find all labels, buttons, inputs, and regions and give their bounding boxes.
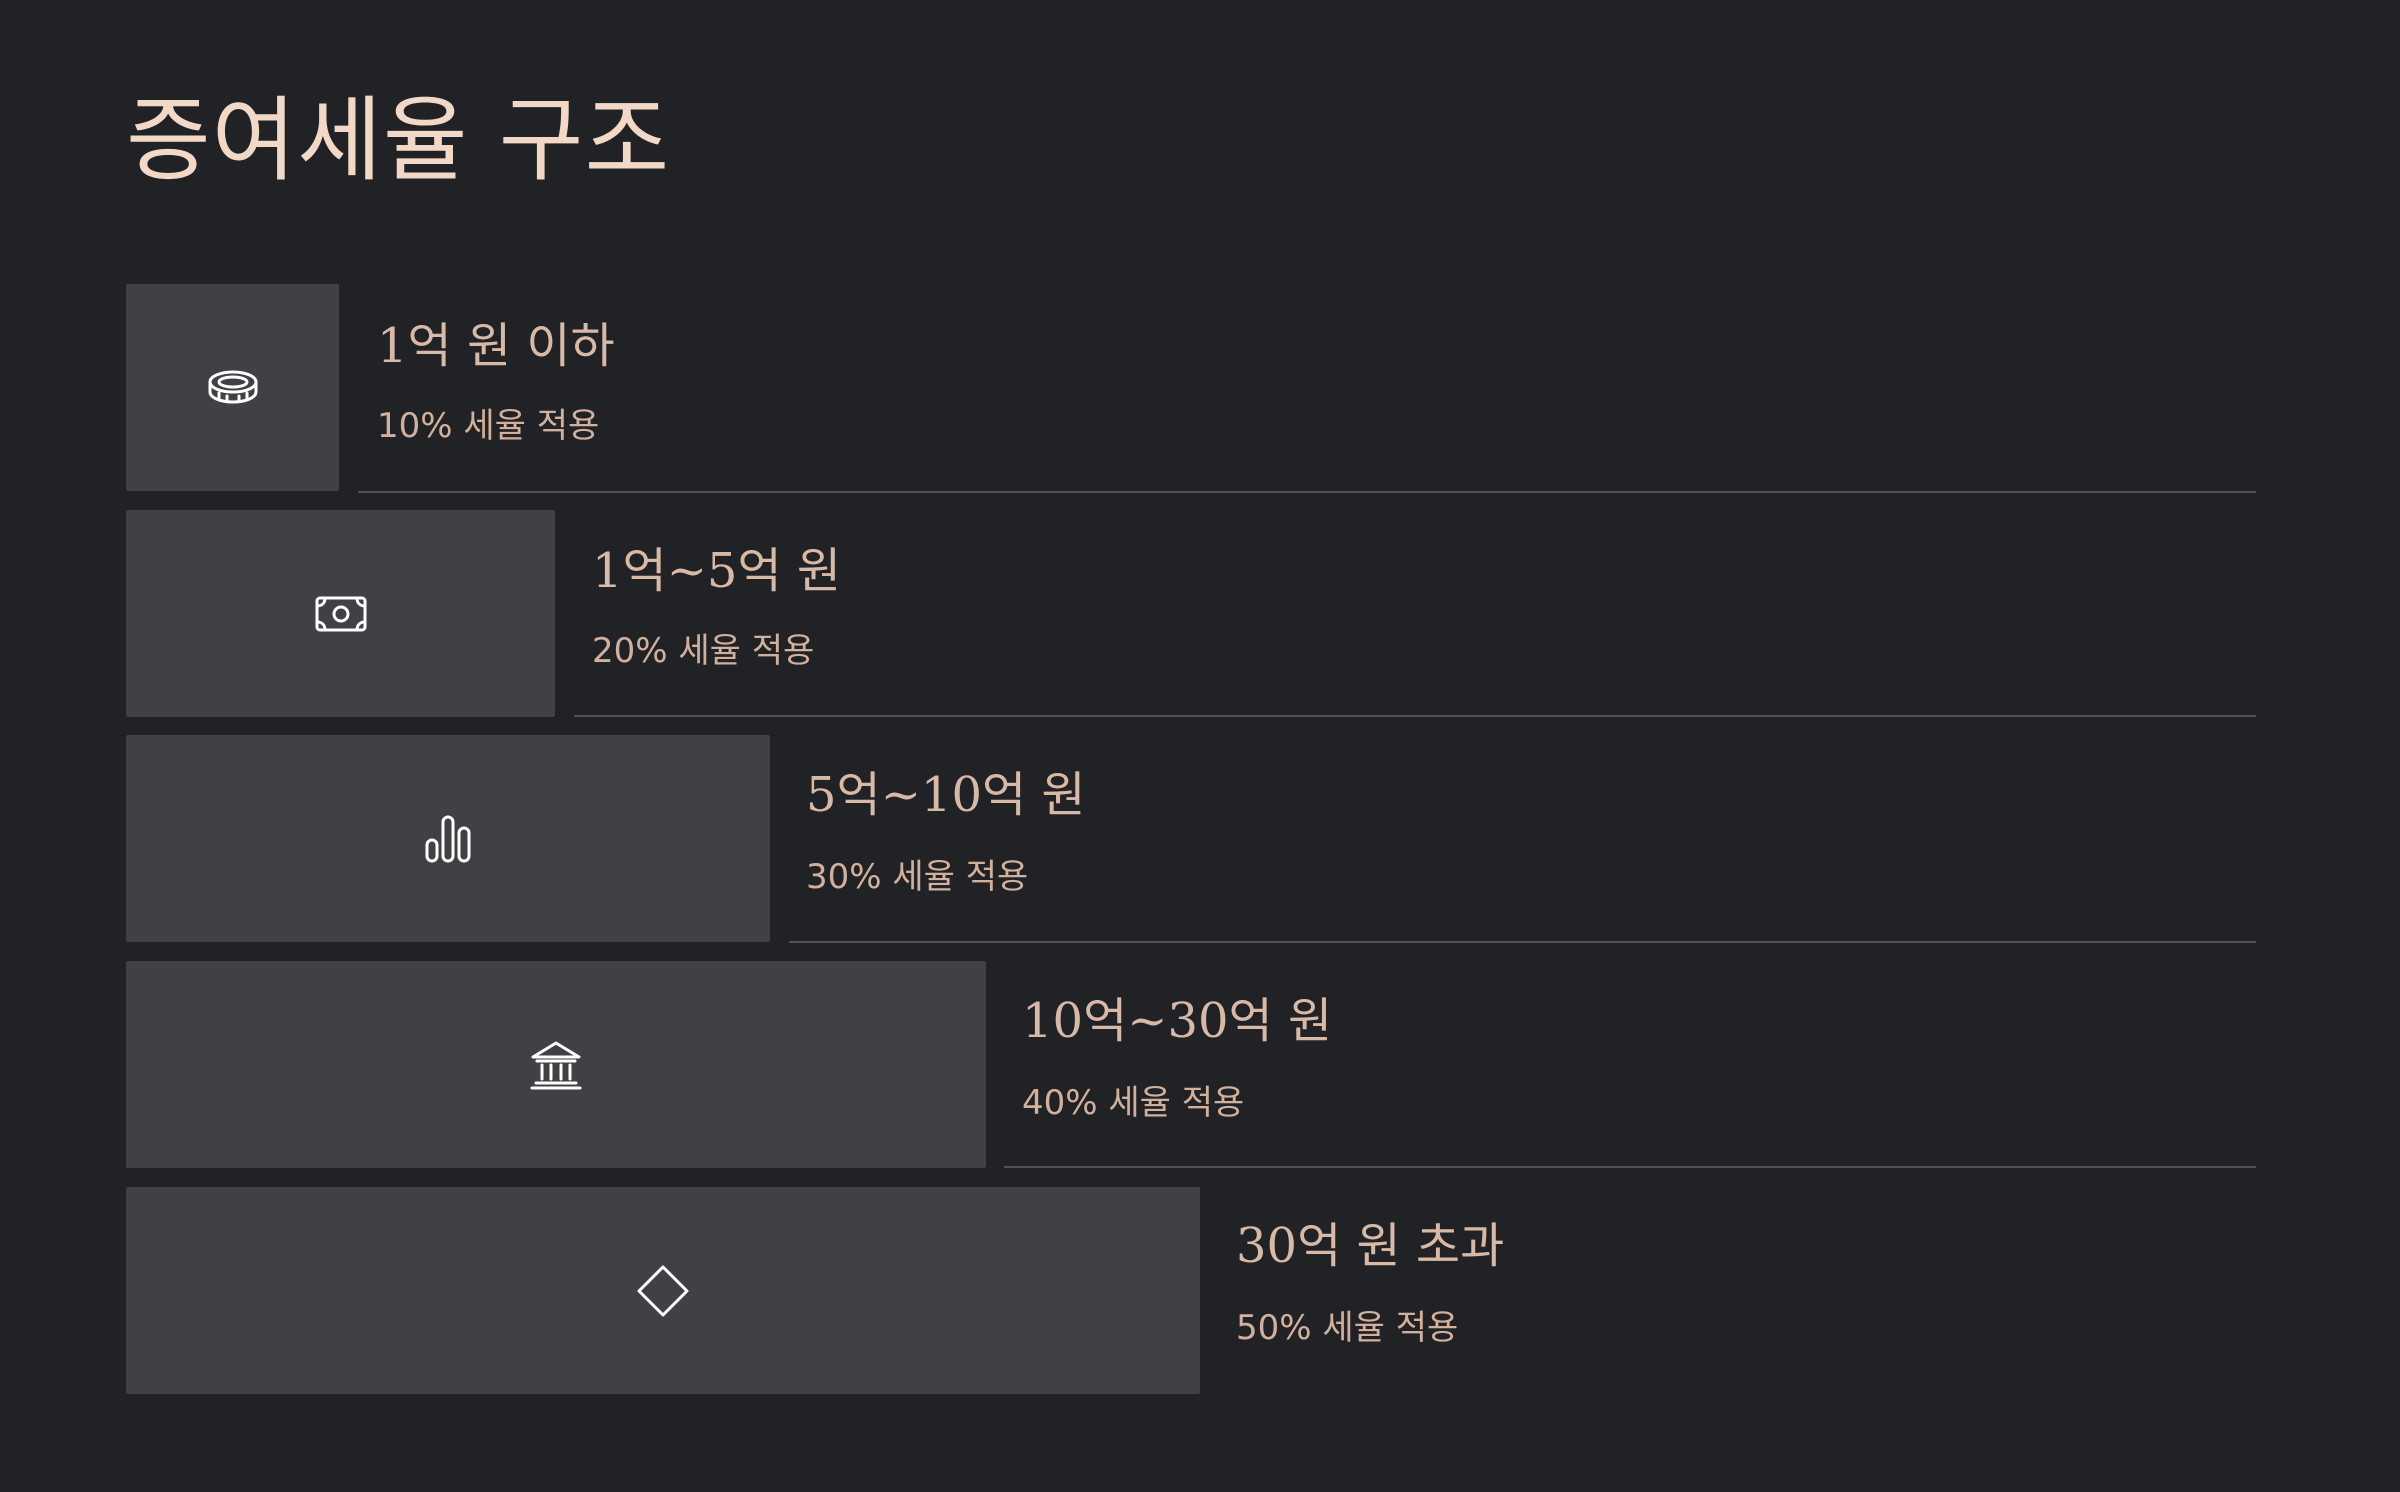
banknote-icon — [314, 595, 368, 633]
bank-icon — [529, 1039, 583, 1091]
coin-icon — [207, 368, 259, 408]
page-title: 증여세율 구조 — [126, 87, 671, 194]
tier-rate-3: 30% 세율 적용 — [806, 857, 1029, 897]
tier-rate-2: 20% 세율 적용 — [592, 631, 815, 671]
tier-divider-1 — [358, 491, 2256, 493]
tier-rate-5: 50% 세율 적용 — [1236, 1308, 1459, 1348]
tier-label-4: 10억~30억 원 — [1022, 993, 1333, 1049]
tier-rate-1: 10% 세율 적용 — [377, 406, 600, 446]
tier-divider-2 — [574, 715, 2256, 717]
tier-box-3 — [126, 735, 770, 942]
tier-divider-4 — [1004, 1166, 2256, 1168]
bar-chart-icon — [424, 814, 472, 864]
tier-rate-4: 40% 세율 적용 — [1022, 1083, 1245, 1123]
tier-box-5 — [126, 1187, 1200, 1394]
tier-box-1 — [126, 284, 339, 491]
tier-box-4 — [126, 961, 986, 1168]
tier-label-2: 1억~5억 원 — [592, 543, 842, 599]
tier-box-2 — [126, 510, 555, 717]
tier-divider-3 — [789, 941, 2256, 943]
tier-label-3: 5억~10억 원 — [806, 767, 1086, 823]
tier-label-1: 1억 원 이하 — [377, 318, 615, 374]
diamond-icon — [636, 1264, 690, 1318]
tier-label-5: 30억 원 초과 — [1236, 1218, 1505, 1274]
